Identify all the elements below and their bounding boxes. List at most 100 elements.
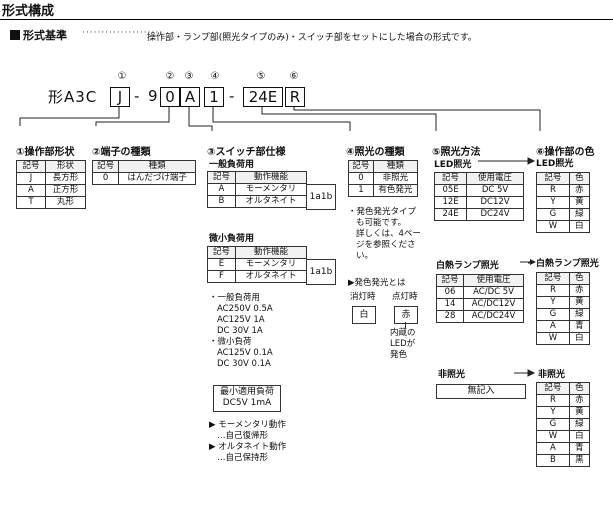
code-box-6: R [285,87,305,107]
code-num-2: ② [165,71,175,82]
min-load-box: 最小適用負荷 DC5V 1mA [213,385,281,412]
th-code: 記号 [536,272,570,285]
cell: A [536,320,570,333]
off-label: 消灯時 [350,292,376,302]
note-line: ▶ モーメンタリ動作 [209,420,286,430]
th-code: 記号 [91,160,120,173]
note-line: …自己復帰形 [217,431,269,441]
cell: R [536,184,570,197]
led-label: LED照光 [434,160,472,170]
pointer-line [405,322,406,328]
cell: 緑 [568,208,591,221]
lighting-note: ・発色発光タイプ も可能です。 詳しくは、4ペー ジを参照くださ い。 [348,207,421,262]
section-subtitle: 形式基準 [23,29,67,42]
th-function: 動作機能 [234,246,308,259]
code-box-3: A [180,87,200,107]
note-line: ・発色発光タイプ [348,207,417,217]
note-line: 発色 [390,350,408,360]
th-type: 種類 [372,160,419,173]
bullet-square-icon [10,30,20,40]
th-code: 記号 [16,160,46,173]
non-lit-color-label: 非照光 [538,370,566,380]
cell: 非照光 [372,172,419,185]
note-line: …自己保持形 [217,453,269,463]
connector-lines [19,107,541,131]
contact-1a1b: 1a1b [306,184,336,210]
cell: 0 [348,172,374,185]
cell: A [16,184,46,197]
cell: オルタネイト [234,195,308,208]
th-type: 種類 [118,160,196,173]
note-line: ▶ オルタネイト動作 [209,442,287,452]
cell: W [536,220,570,233]
th-shape: 形状 [44,160,87,173]
cell: 緑 [568,308,591,321]
cell: 0 [91,172,120,185]
cell: 黒 [568,454,591,467]
code-dash-2: - [229,87,235,105]
cell: 丸形 [44,196,87,209]
code-dash-1: - [134,87,140,105]
cell: 05E [433,184,468,197]
cell: W [536,430,570,443]
rating-line: DC 30V 1A [217,326,263,336]
code-box-5: 24E [243,87,283,107]
cell: B [207,195,236,208]
th-code: 記号 [348,160,374,173]
section-1-title: ①操作部形状 [16,147,75,158]
cell: はんだづけ端子 [118,172,196,185]
section-description: 操作部・ランプ部(照光タイプのみ)・スイッチ部をセットにした場合の形式です。 [147,33,477,43]
code-num-6: ⑥ [289,71,299,82]
cell: Y [536,196,570,209]
rating-line: ・微小負荷 [209,337,252,347]
cell: Y [536,296,570,309]
section-2-title: ②端子の種類 [92,147,151,158]
note-line: も可能です。 [356,218,407,228]
cell: B [536,454,570,467]
no-entry-box: 無記入 [436,384,526,399]
cell: A [207,183,236,196]
cell: W [536,332,570,345]
th-color: 色 [568,172,591,185]
ratings-list: ・一般負荷用 AC250V 0.5A AC125V 1A DC 30V 1A ・… [209,293,273,370]
operation-notes: ▶ モーメンタリ動作 …自己復帰形 ▶ オルタネイト動作 …自己保持形 [209,420,286,464]
cell: 長方形 [44,172,87,185]
cell: T [16,196,46,209]
cell: DC24V [466,208,524,221]
code-num-1: ① [117,71,127,82]
cell: 有色発光 [372,184,419,197]
cell: AC/DC24V [463,310,524,323]
code-nine: 9 [148,87,158,105]
cell: 24E [433,208,468,221]
cell: 1 [348,184,374,197]
arrow-right-icon [520,259,536,265]
cell: 12E [433,196,468,209]
cell: モーメンタリ [234,183,308,196]
th-code: 記号 [207,246,236,259]
cell: 緑 [568,418,591,431]
